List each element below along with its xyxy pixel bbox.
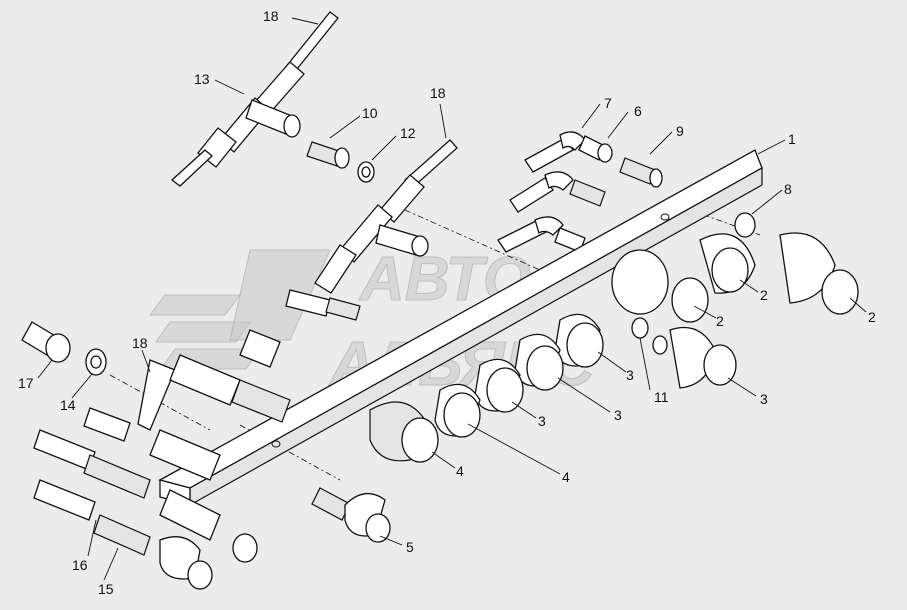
- callout-17: 17: [18, 375, 34, 391]
- union-fitting-10: [306, 141, 350, 169]
- callout-18-left: 18: [132, 335, 148, 351]
- plug-5: [311, 487, 391, 543]
- callout-3-b: 3: [626, 367, 634, 383]
- callout-12: 12: [400, 125, 416, 141]
- elbow-fittings: [497, 131, 663, 253]
- callout-18-top: 18: [263, 8, 279, 24]
- valves-2: [611, 212, 859, 323]
- washer-12: [357, 161, 375, 183]
- connectors-3-4: [369, 313, 737, 463]
- callout-3-d: 3: [538, 413, 546, 429]
- callout-13: 13: [194, 71, 210, 87]
- callout-9: 9: [676, 123, 684, 139]
- left-fittings: [21, 321, 291, 590]
- callout-1: 1: [788, 131, 796, 147]
- callout-labels: 18 13 10 12 18 7 6 9 1 8 2 2 2 3 3 3 3 1…: [18, 8, 876, 597]
- callout-4-b: 4: [562, 469, 570, 485]
- callout-11: 11: [654, 389, 669, 405]
- tee-fitting-center: [285, 139, 458, 321]
- callout-2-c: 2: [868, 309, 876, 325]
- callout-8: 8: [784, 181, 792, 197]
- callout-2-a: 2: [760, 287, 768, 303]
- callout-7: 7: [604, 95, 612, 111]
- tee-fitting-13: [170, 11, 339, 187]
- callout-3-c: 3: [614, 407, 622, 423]
- callout-3-a: 3: [760, 391, 768, 407]
- callout-16: 16: [72, 557, 88, 573]
- callout-2-b: 2: [716, 313, 724, 329]
- callout-4-a: 4: [456, 463, 464, 479]
- callout-6: 6: [634, 103, 642, 119]
- callout-5: 5: [406, 539, 414, 555]
- callout-15: 15: [98, 581, 114, 597]
- callout-10: 10: [362, 105, 378, 121]
- leader-lines: [37, 17, 867, 581]
- callout-14: 14: [60, 397, 76, 413]
- callout-18-middle: 18: [430, 85, 446, 101]
